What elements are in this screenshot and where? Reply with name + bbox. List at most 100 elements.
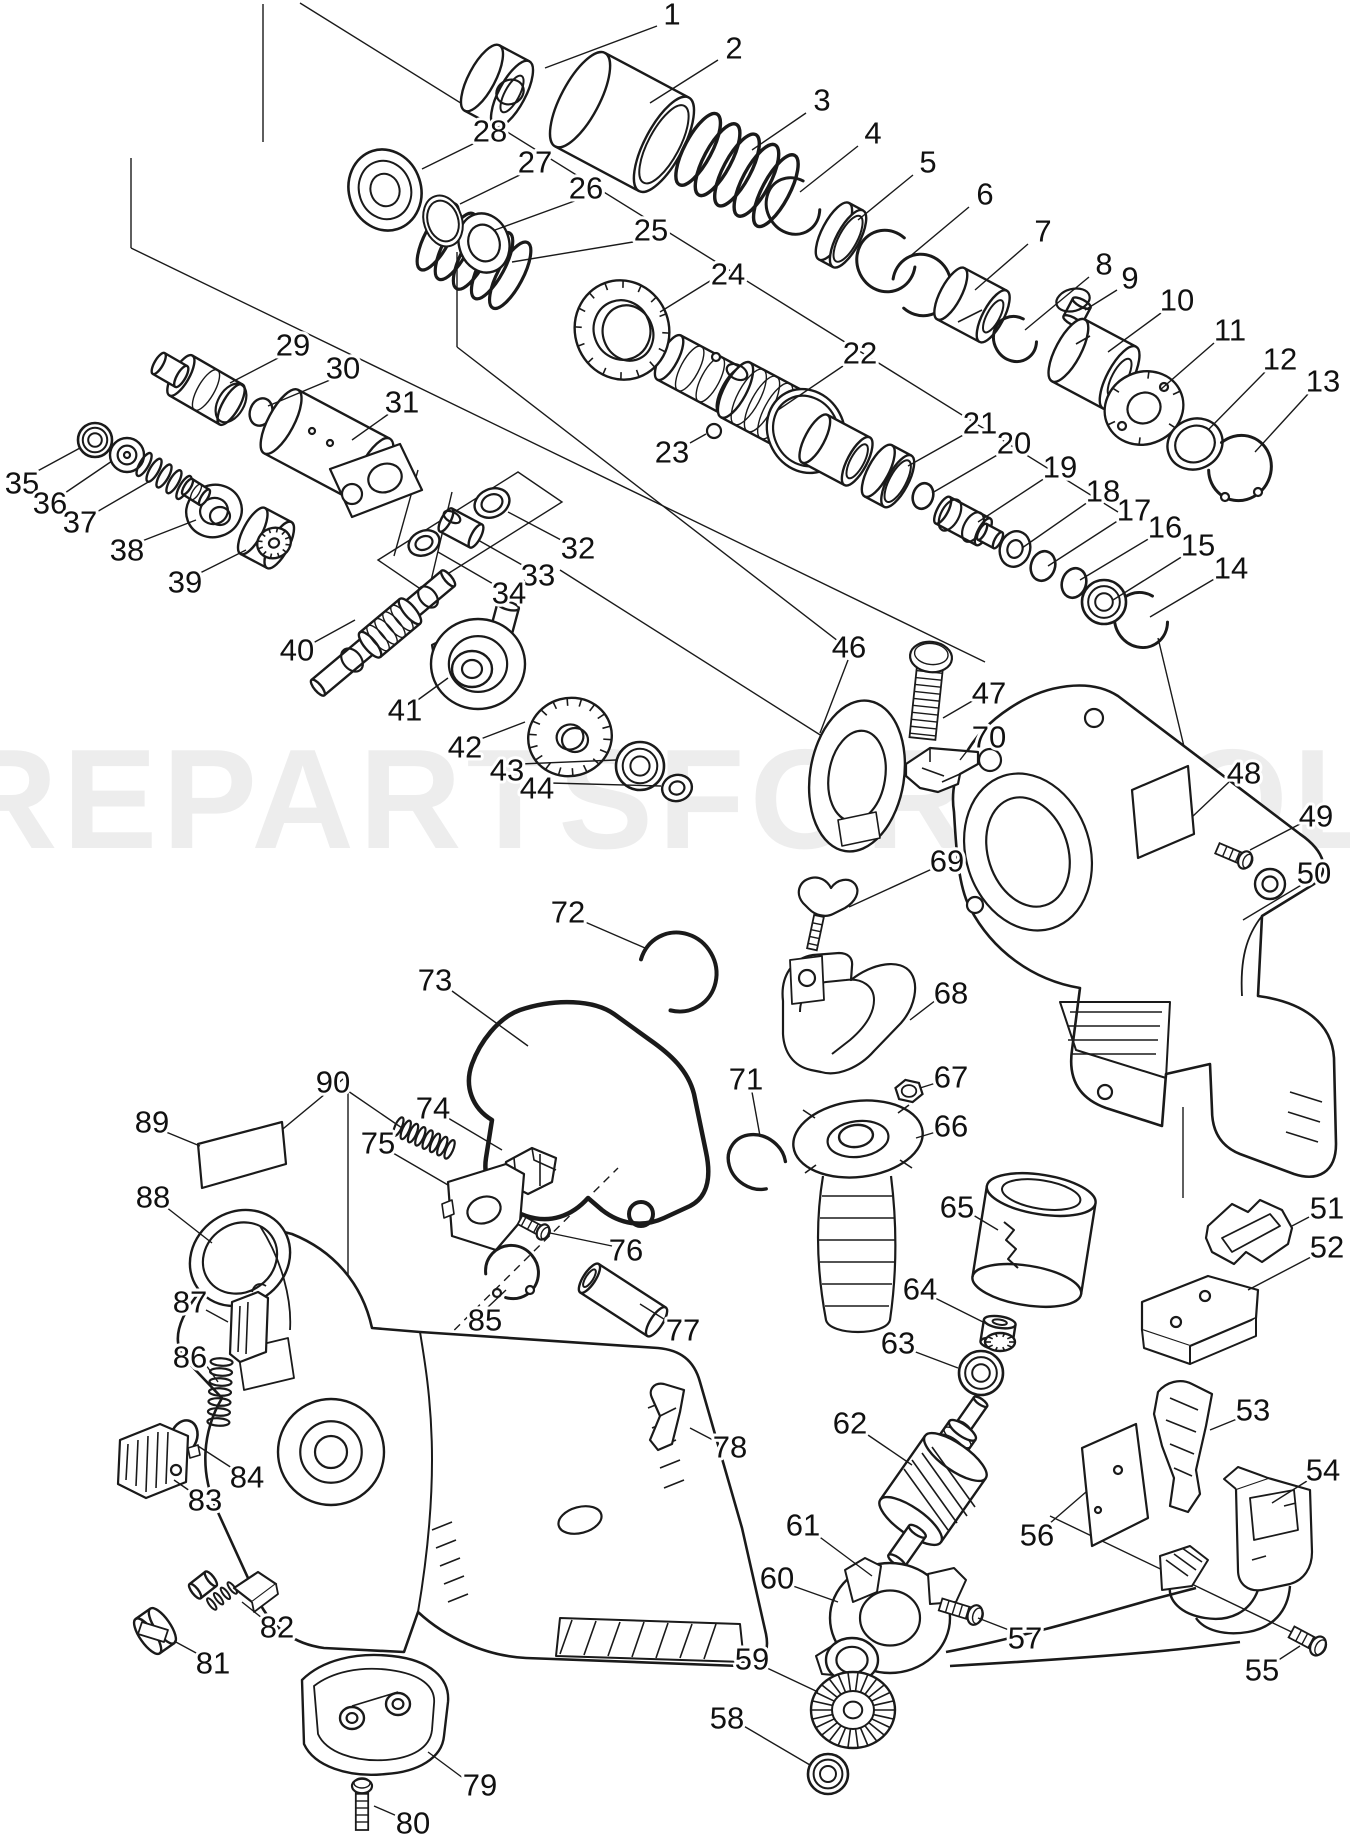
part-leader-89 [165,1131,201,1147]
part-leader-36 [61,460,113,496]
part-label-19: 19 [1043,450,1077,485]
part-label-59: 59 [735,1642,769,1677]
part-23-drawing [705,422,723,440]
part-leader-22 [777,365,844,411]
part-label-70: 70 [972,720,1006,755]
part-label-56: 56 [1020,1518,1054,1553]
part-label-54: 54 [1306,1453,1340,1488]
part-leader-69 [848,868,933,908]
part-81-drawing [132,1606,178,1656]
part-64-drawing [979,1314,1017,1353]
part-43-drawing [614,740,666,792]
part-label-4: 4 [864,116,881,151]
part-leader-11 [1159,342,1215,391]
part-label-73: 73 [418,963,452,998]
part-leader-16 [1079,537,1151,581]
part-5-drawing [814,201,868,269]
part-label-86: 86 [173,1340,207,1375]
part-87-drawing [228,1283,270,1364]
part-leader-28 [421,138,484,170]
part-label-49: 49 [1299,799,1333,834]
part-label-46: 46 [832,630,866,665]
part-89-drawing [196,1120,288,1190]
part-73-drawing [466,999,711,1228]
part-leader-56 [1048,1491,1087,1525]
part-label-55: 55 [1245,1653,1279,1688]
part-88-drawing [176,1208,769,1668]
part-label-47: 47 [972,676,1006,711]
part-label-74: 74 [416,1091,450,1126]
part-label-14: 14 [1214,551,1248,586]
part-leader-90 [347,1090,403,1129]
part-22-drawing [653,333,874,487]
part-label-25: 25 [634,213,668,248]
part-label-48: 48 [1227,756,1261,791]
part-50-drawing [951,684,1338,1178]
part-label-69: 69 [930,844,964,879]
part-label-71: 71 [729,1062,763,1097]
part-label-65: 65 [940,1190,974,1225]
part-leader-67 [919,1082,937,1089]
part-label-8: 8 [1095,247,1112,282]
part-label-23: 23 [655,435,689,470]
part-label-6: 6 [976,177,993,212]
grouping-line [456,346,861,659]
part-83-drawing [116,1422,201,1500]
part-leader-55 [1276,1645,1301,1662]
part-label-85: 85 [468,1303,502,1338]
part-leader-49 [1249,823,1301,851]
part-2-drawing [548,50,696,194]
part-leader-9 [1084,289,1118,311]
part-leader-43 [519,759,617,765]
part-label-3: 3 [813,83,830,118]
part-leader-52 [1247,1256,1312,1291]
part-13-drawing [1207,433,1273,503]
part-72-drawing [639,930,719,1014]
part-leader-4 [799,145,859,193]
part-label-28: 28 [473,114,507,149]
part-3-drawing [674,111,800,229]
grouping-line [130,247,986,663]
part-33-drawing [437,507,485,549]
part-49-drawing [1214,841,1254,870]
part-leader-88 [165,1206,213,1244]
part-leader-71 [751,1091,761,1137]
part-leader-12 [1207,371,1266,431]
part-leader-85 [487,1289,507,1308]
part-label-67: 67 [934,1060,968,1095]
part-label-34: 34 [492,576,526,611]
part-leader-14 [1149,577,1217,618]
part-label-89: 89 [135,1105,169,1140]
part-leader-86 [205,1364,219,1383]
part-label-61: 61 [786,1508,820,1543]
part-label-13: 13 [1306,364,1340,399]
part-leader-47 [942,699,975,719]
part-27-drawing [422,194,464,248]
part-label-88: 88 [136,1180,170,1215]
part-leader-30 [267,379,331,407]
part-label-84: 84 [230,1460,264,1495]
part-leader-60 [792,1585,839,1603]
part-67-drawing [894,1078,924,1104]
part-label-1: 1 [663,0,680,32]
part-label-43: 43 [490,753,524,788]
part-label-9: 9 [1121,261,1138,296]
part-leader-6 [907,206,970,259]
part-label-44: 44 [520,771,554,806]
part-label-90: 90 [316,1065,350,1100]
part-label-76: 76 [609,1233,643,1268]
part-label-2: 2 [725,31,742,66]
part-leader-53 [1209,1418,1238,1431]
part-leader-80 [373,1805,398,1817]
part-leader-42 [477,721,526,741]
part-leader-13 [1254,393,1309,453]
part-29-drawing [150,351,248,427]
part-leader-8 [1024,276,1090,331]
part-leader-72 [584,921,646,949]
part-11-drawing [1103,370,1185,446]
part-26-drawing [457,212,511,274]
part-label-37: 37 [63,505,97,540]
part-leader-87 [205,1309,229,1323]
part-label-36: 36 [33,486,67,521]
